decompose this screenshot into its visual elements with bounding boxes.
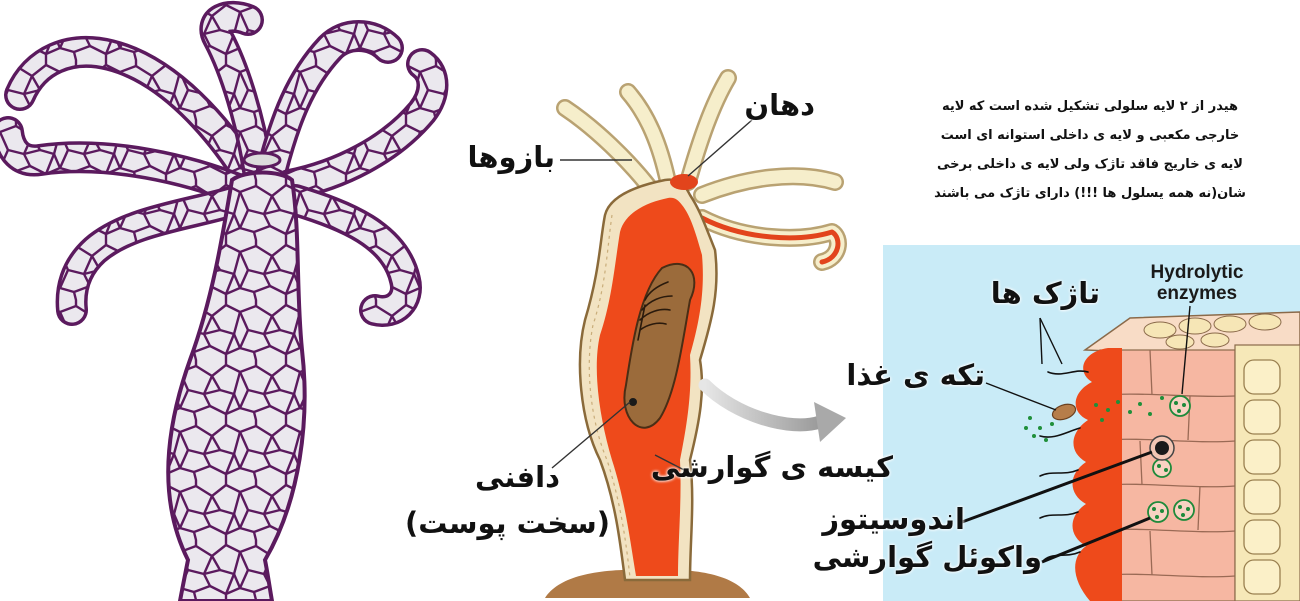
description-line: لایه ی خاریج فاقد تاژک ولی لایه ی داخلی … (920, 150, 1260, 179)
tentacle (295, 200, 406, 311)
mouth-opening (670, 174, 698, 190)
label-food-particle: تکه ی غذا (846, 358, 985, 392)
label-hydrolytic-line1: Hydrolytic (1132, 262, 1262, 283)
label-hydrolytic-enzymes: Hydrolytic enzymes (1132, 262, 1262, 304)
label-flagella: تاژک ها (991, 276, 1100, 310)
hydra-body (168, 173, 304, 601)
description-paragraph: هیدر از ۲ لایه سلولی تشکیل شده است که لا… (920, 92, 1260, 208)
zoom-arrow (705, 385, 846, 442)
food-vacuole (1174, 500, 1194, 520)
section-tentacle (702, 176, 835, 195)
description-line: شان(نه همه یسلول ها !!!) دارای تاژک می ب… (920, 179, 1260, 208)
label-endocytosis: اندوسیتوز (822, 502, 965, 536)
label-mouth: دهان (744, 88, 815, 122)
food-vacuole (1153, 459, 1171, 477)
label-daphnia: دافنی (475, 460, 560, 494)
section-tentacle (688, 78, 728, 182)
description-line: هیدر از ۲ لایه سلولی تشکیل شده است که لا… (920, 92, 1260, 121)
label-tentacles: بازوها (468, 140, 556, 174)
label-daphnia-note: (سخت پوست) (405, 506, 610, 540)
description-line: خارجی مکعبی و لایه ی داخلی استوانه ای اس… (920, 121, 1260, 150)
hydra-external-view (8, 17, 433, 601)
label-hydrolytic-line2: enzymes (1132, 283, 1262, 304)
section-tentacle-cut (702, 218, 838, 262)
label-food-vacuole: واکوئل گوارشی (813, 540, 1042, 574)
daphnia-eye (629, 398, 637, 406)
food-vacuole (1148, 502, 1168, 522)
food-vacuole (1170, 396, 1190, 416)
label-gastrovascular-cavity: کیسه ی گوارشی (651, 450, 893, 484)
hypostome (244, 153, 280, 167)
endocytosis-vesicle (1150, 436, 1174, 460)
